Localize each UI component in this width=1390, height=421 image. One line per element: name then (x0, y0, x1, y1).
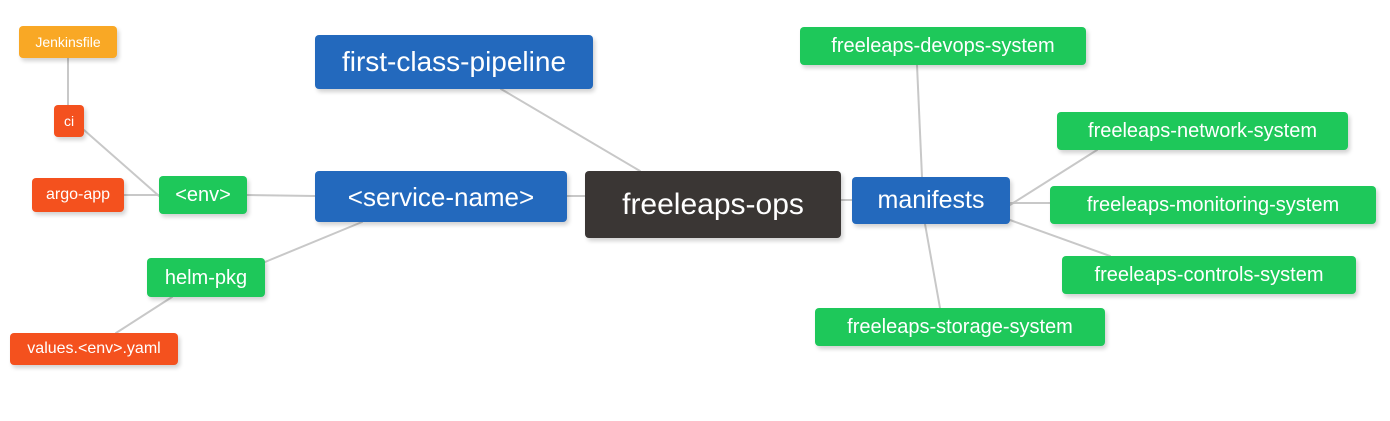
node-ci[interactable]: ci (54, 105, 84, 137)
node-label-values-yaml: values.<env>.yaml (27, 340, 161, 357)
node-argo-app[interactable]: argo-app (32, 178, 124, 212)
node-freeleaps-devops-system[interactable]: freeleaps-devops-system (800, 27, 1086, 65)
node-label-ci: ci (63, 113, 75, 129)
node-freeleaps-network-system[interactable]: freeleaps-network-system (1057, 112, 1348, 150)
edge-manifests-to-freeleaps-devops-system (916, 64, 923, 178)
edge-env-to-service-name (246, 194, 316, 197)
node-freeleaps-monitoring-system[interactable]: freeleaps-monitoring-system (1050, 186, 1376, 224)
node-label-helm-pkg: helm-pkg (164, 266, 248, 289)
node-freeleaps-controls-system[interactable]: freeleaps-controls-system (1062, 256, 1356, 294)
node-freeleaps-storage-system[interactable]: freeleaps-storage-system (815, 308, 1105, 346)
node-helm-pkg[interactable]: helm-pkg (147, 258, 265, 297)
edge-helm-pkg-to-values-yaml (115, 296, 173, 334)
node-label-freeleaps-controls-system: freeleaps-controls-system (1094, 264, 1324, 286)
node-jenkinsfile[interactable]: Jenkinsfile (19, 26, 117, 58)
edge-service-name-to-helm-pkg (264, 221, 363, 263)
node-label-service-name: <service-name> (347, 181, 535, 212)
node-label-env: <env> (175, 184, 231, 206)
node-manifests[interactable]: manifests (852, 177, 1010, 224)
node-label-first-class-pipeline: first-class-pipeline (341, 46, 567, 77)
node-label-freeleaps-devops-system: freeleaps-devops-system (831, 35, 1055, 57)
node-label-jenkinsfile: Jenkinsfile (35, 34, 101, 50)
node-label-freeleaps-storage-system: freeleaps-storage-system (847, 316, 1073, 338)
node-freeleaps-ops[interactable]: freeleaps-ops (585, 171, 841, 238)
node-first-class-pipeline[interactable]: first-class-pipeline (315, 35, 593, 89)
node-label-manifests: manifests (877, 186, 985, 214)
edge-manifests-to-freeleaps-controls-system (1009, 219, 1111, 257)
node-label-argo-app: argo-app (45, 186, 111, 203)
node-label-freeleaps-monitoring-system: freeleaps-monitoring-system (1086, 194, 1340, 216)
edge-first-class-pipeline-to-freeleaps-ops (500, 88, 641, 172)
node-values-yaml[interactable]: values.<env>.yaml (10, 333, 178, 365)
node-service-name[interactable]: <service-name> (315, 171, 567, 222)
node-label-freeleaps-network-system: freeleaps-network-system (1088, 120, 1317, 142)
edge-manifests-to-freeleaps-storage-system (924, 223, 941, 309)
node-label-freeleaps-ops: freeleaps-ops (622, 187, 804, 221)
node-env[interactable]: <env> (159, 176, 247, 214)
